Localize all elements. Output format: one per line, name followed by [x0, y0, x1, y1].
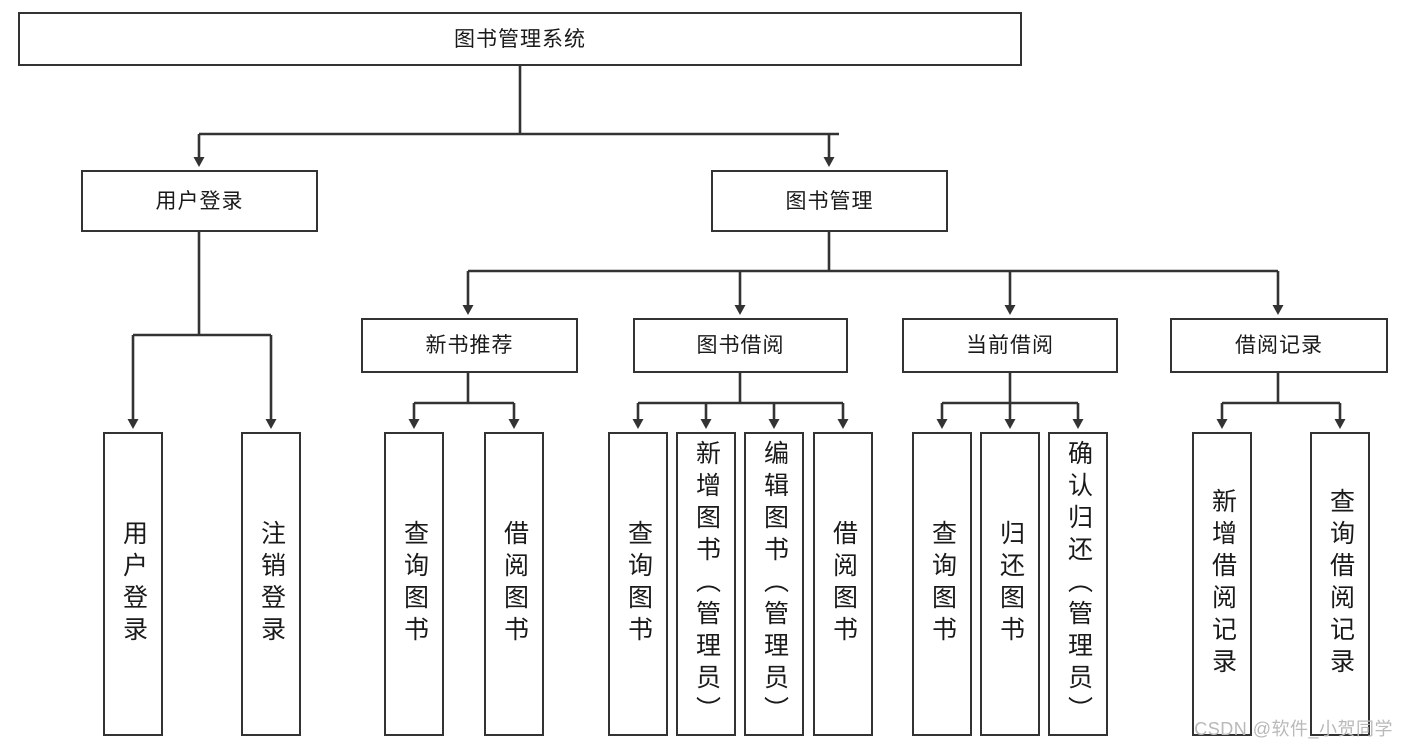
leaf-label: 借阅图书 — [500, 520, 529, 648]
leaf-query-book-current[interactable]: 查询图书 — [912, 432, 972, 736]
leaf-add-book-admin[interactable]: 新增图书（管理员） — [676, 432, 736, 736]
leaf-borrow-book[interactable]: 借阅图书 — [813, 432, 873, 736]
leaf-label: 编辑图书（管理员） — [760, 440, 789, 728]
leaf-label: 查询图书 — [400, 520, 429, 648]
node-root-book-management-system[interactable]: 图书管理系统 — [18, 12, 1022, 66]
node-book-management[interactable]: 图书管理 — [711, 170, 948, 232]
node-label: 用户登录 — [155, 189, 244, 213]
node-current-borrow[interactable]: 当前借阅 — [902, 318, 1118, 373]
node-label: 图书管理系统 — [454, 27, 586, 51]
node-label: 新书推荐 — [425, 334, 514, 357]
leaf-borrow-book-recommend[interactable]: 借阅图书 — [484, 432, 544, 736]
leaf-label: 用户登录 — [119, 520, 148, 648]
leaf-label: 新增借阅记录 — [1208, 488, 1237, 680]
leaf-logout[interactable]: 注销登录 — [241, 432, 301, 736]
watermark-text: CSDN @软件_小贺同学 — [1194, 719, 1393, 739]
leaf-query-book-recommend[interactable]: 查询图书 — [384, 432, 444, 736]
node-book-borrow[interactable]: 图书借阅 — [633, 318, 848, 373]
leaf-label: 查询图书 — [624, 520, 653, 648]
leaf-return-book[interactable]: 归还图书 — [980, 432, 1040, 736]
leaf-label: 借阅图书 — [829, 520, 858, 648]
node-label: 借阅记录 — [1235, 334, 1323, 357]
leaf-label: 新增图书（管理员） — [692, 440, 721, 728]
node-new-book-recommend[interactable]: 新书推荐 — [361, 318, 578, 373]
leaf-label: 注销登录 — [257, 520, 286, 648]
leaf-label: 查询图书 — [928, 520, 957, 648]
leaf-user-login[interactable]: 用户登录 — [103, 432, 163, 736]
node-label: 当前借阅 — [966, 334, 1054, 357]
node-borrow-record[interactable]: 借阅记录 — [1170, 318, 1388, 373]
leaf-label: 查询借阅记录 — [1326, 488, 1355, 680]
leaf-add-borrow-record[interactable]: 新增借阅记录 — [1192, 432, 1252, 736]
leaf-label: 确认归还（管理员） — [1064, 440, 1093, 728]
leaf-label: 归还图书 — [996, 520, 1025, 648]
node-user-login[interactable]: 用户登录 — [81, 170, 318, 232]
leaf-edit-book-admin[interactable]: 编辑图书（管理员） — [744, 432, 804, 736]
leaf-confirm-return-admin[interactable]: 确认归还（管理员） — [1048, 432, 1108, 736]
leaf-query-book-borrow[interactable]: 查询图书 — [608, 432, 668, 736]
node-label: 图书管理 — [785, 189, 874, 213]
leaf-query-borrow-record[interactable]: 查询借阅记录 — [1310, 432, 1370, 736]
node-label: 图书借阅 — [696, 334, 785, 357]
